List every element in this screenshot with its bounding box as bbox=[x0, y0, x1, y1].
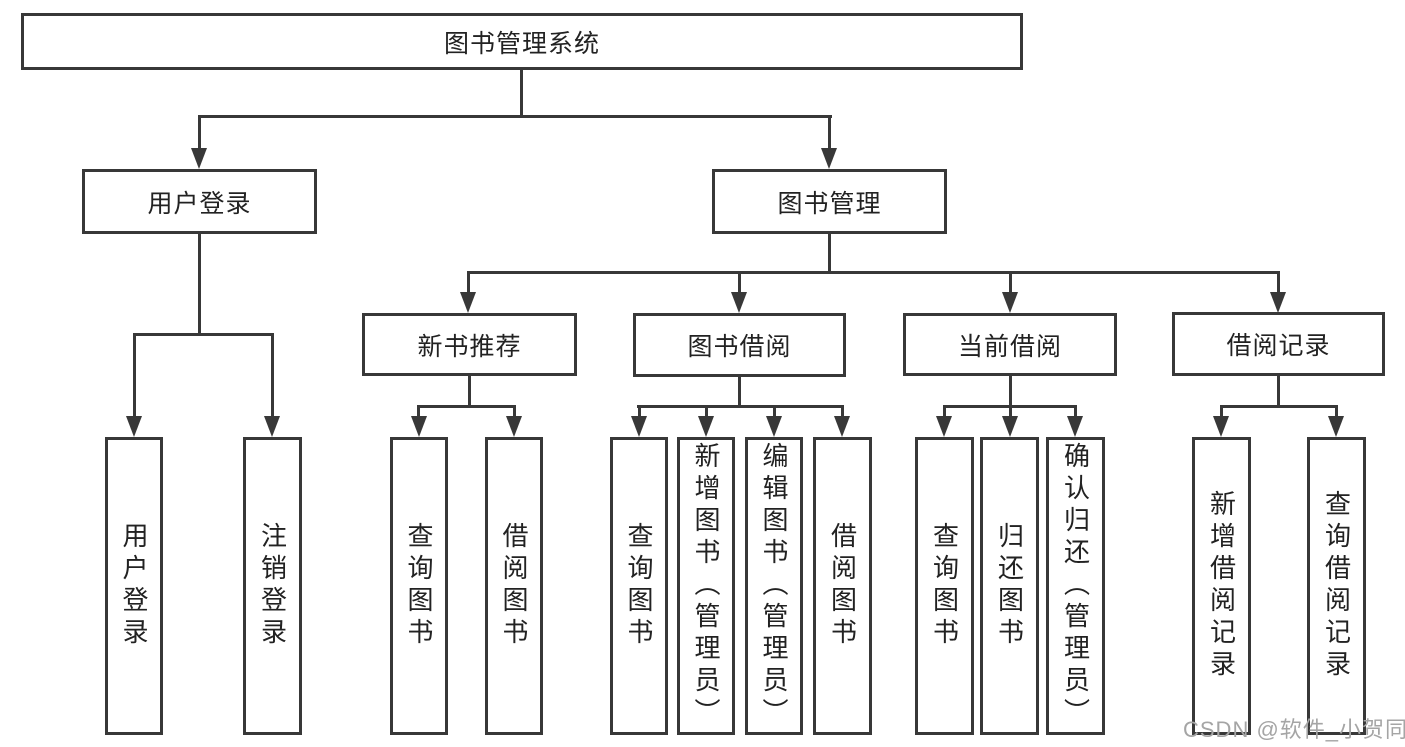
connector-line bbox=[773, 405, 776, 418]
leaf-borrowing-borrow-books-label: 借阅图书 bbox=[827, 522, 858, 650]
node-current-borrowing: 当前借阅 bbox=[903, 313, 1117, 376]
node-book-borrowing-label: 图书借阅 bbox=[687, 333, 792, 361]
arrow-down-icon bbox=[460, 292, 476, 313]
leaf-user-login-label: 用户登录 bbox=[119, 522, 149, 650]
connector-line bbox=[133, 335, 136, 416]
connector-line bbox=[417, 405, 516, 408]
connector-line bbox=[271, 335, 274, 416]
node-book-borrowing: 图书借阅 bbox=[633, 313, 846, 377]
watermark: CSDN @软件_小贺同学 bbox=[1183, 717, 1405, 742]
leaf-query-borrow-record: 查询借阅记录 bbox=[1307, 437, 1366, 735]
leaf-return-books: 归还图书 bbox=[980, 437, 1039, 735]
arrow-down-icon bbox=[698, 416, 714, 437]
node-borrow-records-label: 借阅记录 bbox=[1226, 332, 1331, 360]
connector-line bbox=[467, 273, 470, 293]
leaf-query-borrow-record-label: 查询借阅记录 bbox=[1321, 490, 1352, 682]
arrow-down-icon bbox=[1270, 292, 1286, 313]
connector-line bbox=[738, 273, 741, 293]
leaf-user-login: 用户登录 bbox=[105, 437, 163, 735]
connector-line bbox=[1009, 273, 1012, 293]
node-user-login-label: 用户登录 bbox=[147, 189, 252, 218]
leaf-borrowing-query-books: 查询图书 bbox=[610, 437, 668, 735]
arrow-down-icon bbox=[1002, 416, 1018, 437]
node-library-system: 图书管理系统 bbox=[21, 13, 1023, 70]
connector-line bbox=[828, 117, 831, 150]
leaf-add-borrow-record-label: 新增借阅记录 bbox=[1206, 490, 1237, 682]
connector-line bbox=[1009, 375, 1012, 407]
node-book-management: 图书管理 bbox=[712, 169, 947, 234]
connector-line bbox=[705, 405, 708, 418]
node-user-login: 用户登录 bbox=[82, 169, 317, 234]
node-current-borrowing-label: 当前借阅 bbox=[957, 332, 1062, 361]
connector-line bbox=[1074, 405, 1077, 418]
leaf-newbook-query-books-label: 查询图书 bbox=[404, 522, 434, 650]
leaf-current-query-books: 查询图书 bbox=[915, 437, 974, 735]
leaf-confirm-return-admin-label: 确认归还（管理员） bbox=[1060, 442, 1091, 730]
leaf-add-borrow-record: 新增借阅记录 bbox=[1192, 437, 1251, 735]
connector-line bbox=[417, 405, 420, 418]
connector-line bbox=[738, 376, 741, 407]
leaf-add-books-admin-label: 新增图书（管理员） bbox=[691, 442, 721, 730]
connector-line bbox=[841, 405, 844, 418]
leaf-borrowing-borrow-books: 借阅图书 bbox=[813, 437, 872, 735]
connector-line bbox=[468, 375, 471, 407]
connector-line bbox=[1277, 273, 1280, 293]
arrow-down-icon bbox=[834, 416, 850, 437]
arrow-down-icon bbox=[1328, 416, 1344, 437]
arrow-down-icon bbox=[936, 416, 952, 437]
arrow-down-icon bbox=[191, 148, 207, 169]
arrow-down-icon bbox=[264, 416, 280, 437]
connector-line bbox=[828, 234, 831, 273]
arrow-down-icon bbox=[411, 416, 427, 437]
connector-line bbox=[637, 405, 844, 408]
leaf-current-query-books-label: 查询图书 bbox=[929, 522, 960, 650]
connector-line bbox=[513, 405, 516, 418]
leaf-confirm-return-admin: 确认归还（管理员） bbox=[1046, 437, 1105, 735]
leaf-newbook-borrow-books: 借阅图书 bbox=[485, 437, 543, 735]
connector-line bbox=[1009, 405, 1012, 418]
leaf-logout: 注销登录 bbox=[243, 437, 302, 735]
arrow-down-icon bbox=[731, 292, 747, 313]
connector-line bbox=[198, 233, 201, 335]
connector-line bbox=[520, 68, 523, 117]
node-new-book-recommend-label: 新书推荐 bbox=[417, 332, 522, 361]
node-borrow-records: 借阅记录 bbox=[1172, 312, 1385, 376]
connector-line bbox=[198, 115, 832, 118]
node-book-management-label: 图书管理 bbox=[777, 189, 882, 218]
leaf-edit-books-admin-label: 编辑图书（管理员） bbox=[759, 442, 789, 730]
connector-line bbox=[1220, 405, 1223, 418]
arrow-down-icon bbox=[1213, 416, 1229, 437]
connector-line bbox=[638, 405, 641, 418]
arrow-down-icon bbox=[766, 416, 782, 437]
arrow-down-icon bbox=[631, 416, 647, 437]
connector-line bbox=[133, 333, 274, 336]
connector-line bbox=[1220, 405, 1337, 408]
connector-line bbox=[467, 271, 1280, 274]
arrow-down-icon bbox=[126, 416, 142, 437]
leaf-return-books-label: 归还图书 bbox=[994, 522, 1025, 650]
leaf-logout-label: 注销登录 bbox=[257, 522, 288, 650]
connector-line bbox=[943, 405, 946, 418]
connector-line bbox=[1277, 376, 1280, 407]
leaf-borrowing-query-books-label: 查询图书 bbox=[624, 522, 654, 650]
leaf-edit-books-admin: 编辑图书（管理员） bbox=[745, 437, 803, 735]
arrow-down-icon bbox=[821, 148, 837, 169]
leaf-newbook-query-books: 查询图书 bbox=[390, 437, 448, 735]
arrow-down-icon bbox=[506, 416, 522, 437]
node-new-book-recommend: 新书推荐 bbox=[362, 313, 577, 376]
leaf-newbook-borrow-books-label: 借阅图书 bbox=[499, 522, 529, 650]
arrow-down-icon bbox=[1002, 292, 1018, 313]
arrow-down-icon bbox=[1067, 416, 1083, 437]
connector-line bbox=[198, 117, 201, 150]
connector-line bbox=[1335, 405, 1338, 418]
leaf-add-books-admin: 新增图书（管理员） bbox=[677, 437, 735, 735]
node-library-system-label: 图书管理系统 bbox=[443, 29, 600, 58]
